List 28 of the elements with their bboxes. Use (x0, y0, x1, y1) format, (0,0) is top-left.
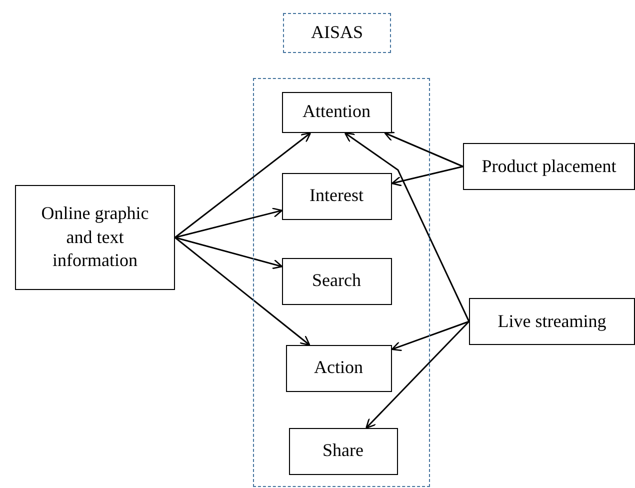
node-label: Share (322, 439, 364, 462)
node-label: Action (313, 356, 364, 380)
process-box (282, 172, 392, 220)
node-label: Interest (308, 184, 364, 208)
title-box (283, 13, 391, 53)
source-box (15, 185, 175, 290)
source-box (469, 298, 635, 345)
arrow (174, 208, 283, 238)
node-label: Live streaming (496, 310, 608, 333)
arrow (391, 166, 464, 186)
arrow (174, 132, 312, 238)
node-label: Search (311, 269, 362, 292)
process-box (282, 92, 392, 132)
node-label: AISAS (310, 21, 364, 44)
source-box (463, 143, 635, 190)
node-label: Online graphic and text information (40, 202, 150, 272)
process-box (286, 344, 392, 392)
arrow (384, 132, 464, 168)
node-label: Attention (302, 100, 372, 124)
arrow (366, 320, 470, 429)
process-box (282, 258, 392, 304)
arrow (344, 132, 470, 322)
arrow (391, 320, 470, 352)
process-box (288, 428, 398, 474)
node-label: Product placement (480, 154, 618, 178)
arrow (174, 236, 310, 346)
dashed-frame (253, 78, 430, 487)
arrow (174, 236, 283, 270)
